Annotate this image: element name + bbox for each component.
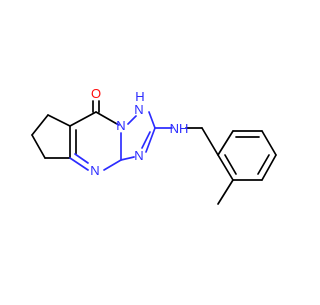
bond-n4-c8a-inner [74, 153, 89, 164]
bond-ch2-c1p [201, 127, 219, 156]
atom-n1-h: H [135, 89, 144, 104]
bond-c1p-c2p [217, 130, 234, 156]
bond-c9-n1 [95, 111, 118, 125]
atom-n4: N [90, 163, 99, 178]
bond-c7-c8 [31, 134, 46, 159]
bond-c4p-c5p [261, 154, 277, 181]
bond-c3a-n4 [103, 159, 122, 171]
bond-n2-c2 [148, 111, 156, 129]
bonds [31, 100, 277, 205]
bond-c2-n3 [145, 127, 156, 153]
atom-n2: N [134, 102, 143, 117]
bond-c6p-c1p [217, 154, 234, 181]
bond-c5a-c9 [69, 111, 97, 127]
bond-n3-c3a [120, 156, 135, 161]
bond-c2-n3-inner [141, 131, 151, 149]
bond-c4p-c5p-inner [257, 154, 270, 175]
structure-diagram: O N H N N N NH [31, 86, 277, 205]
atom-oxygen: O [91, 86, 101, 101]
atom-n1: N [116, 118, 125, 133]
bond-n1-n2 [127, 115, 137, 125]
bond-n4-c8a [69, 157, 89, 171]
atom-nh: NH [170, 121, 189, 136]
bond-c9-n1-n [116, 123, 120, 126]
atom-n3: N [134, 148, 143, 163]
bond-c6p-c1p-inner [224, 154, 237, 175]
molecule-canvas: O N H N N N NH [31, 86, 277, 205]
bond-c3p-c4p [261, 130, 277, 156]
bond-c6p-ch3 [217, 179, 234, 205]
bond-c5a-c6 [47, 114, 71, 127]
atom-labels: O N H N N N NH [90, 86, 188, 178]
bond-c6-c7 [31, 114, 49, 136]
